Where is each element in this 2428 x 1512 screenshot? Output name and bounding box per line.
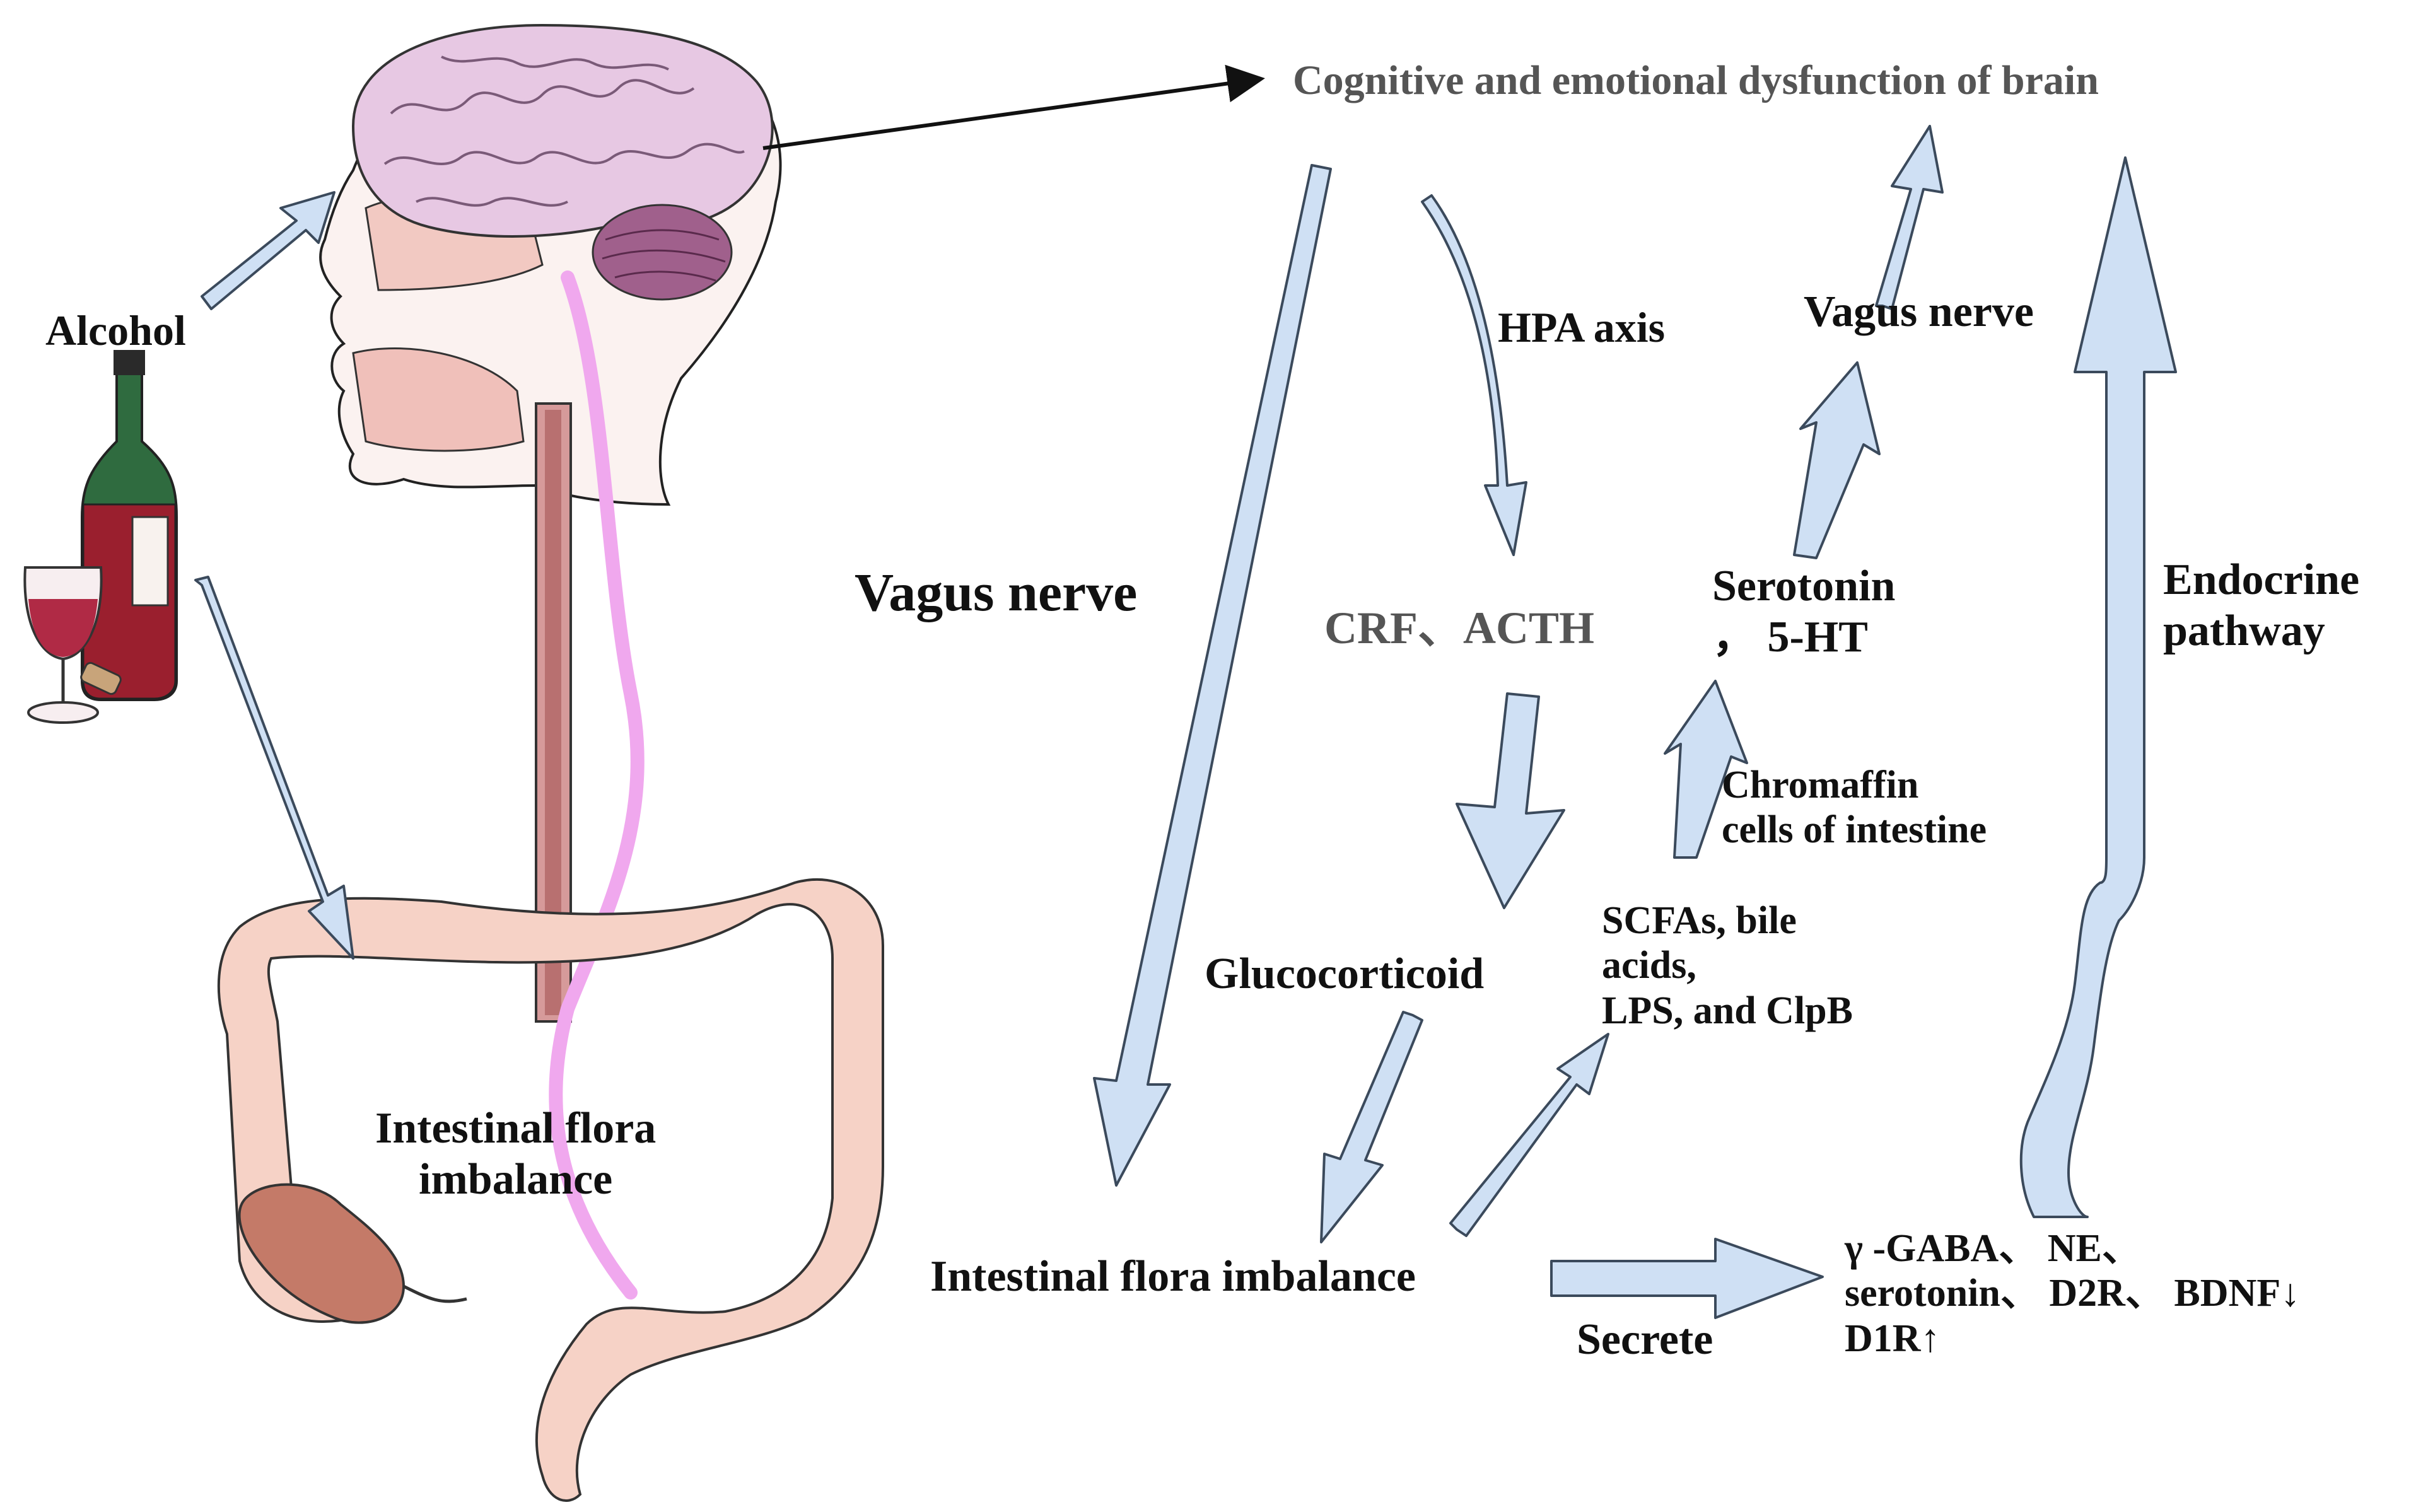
vagus-nerve-left-label: Vagus nerve [855, 561, 1137, 624]
glucocorticoid-to-flora-arrow [1320, 1011, 1423, 1243]
flora-to-scfas-arrow [1449, 1033, 1609, 1237]
secrete-arrow [1550, 1238, 1824, 1319]
endocrine-text-line2: pathway [2163, 606, 2325, 655]
vagus-nerve-right-label: Vagus nerve [1804, 287, 2034, 338]
scfas-text-line3: LPS, and ClpB [1602, 989, 1853, 1032]
alcohol-text: Alcohol [45, 306, 186, 354]
cerebellum-shape [592, 204, 733, 301]
vagus-nerve-left-text: Vagus nerve [855, 562, 1138, 622]
gut-flora-text-line1: Intestinal flora [375, 1104, 657, 1153]
mouth-shape [352, 347, 525, 452]
secreted-factors-line2: serotonin、 D2R、 BDNF↓ [1845, 1272, 2301, 1315]
vagus-nerve-line [549, 270, 645, 1300]
alcohol-to-brain-arrow [201, 191, 336, 310]
gut-flora-label: Intestinal flora imbalance [375, 1103, 656, 1205]
appendix-tail-line [402, 1284, 467, 1303]
vagus-right-to-brain-arrow [1875, 125, 1944, 310]
endocrine-pathway-arrow [2019, 156, 2177, 1218]
chromaffin-to-serotonin-arrow [1664, 680, 1748, 859]
glucocorticoid-label: Glucocorticoid [1205, 949, 1484, 1000]
secrete-label: Secrete [1577, 1315, 1713, 1366]
scfas-label: SCFAs, bile acids, LPS, and ClpB [1602, 898, 1853, 1033]
bottle-cap-shape [114, 350, 145, 375]
alcohol-to-gut-arrow [194, 576, 354, 960]
crf-acth-label: CRF、ACTH [1324, 602, 1594, 654]
secreted-factors-line1: γ -GABA、 NE、 [1845, 1227, 2141, 1270]
serotonin-text-line2: ， 5-HT [1712, 612, 1868, 661]
hpa-axis-label: HPA axis [1498, 303, 1665, 352]
serotonin-to-vagus-arrow [1793, 361, 1881, 559]
gut-flora-text-line2: imbalance [419, 1154, 613, 1204]
glass-base-shape [27, 701, 99, 724]
chromaffin-label: Chromaffin cells of intestine [1722, 763, 1987, 853]
chromaffin-text-line2: cells of intestine [1722, 808, 1987, 852]
brain-dysfunction-text: Cognitive and emotional dysfunction of b… [1293, 57, 2099, 103]
brain-shape [351, 23, 774, 238]
hpa-axis-text: HPA axis [1498, 303, 1666, 351]
chromaffin-text-line1: Chromaffin [1722, 764, 1919, 806]
cork-shape [80, 661, 122, 695]
glucocorticoid-text: Glucocorticoid [1205, 950, 1485, 998]
secrete-text: Secrete [1577, 1315, 1713, 1364]
serotonin-label: Serotonin ， 5-HT [1712, 561, 1895, 663]
cerebellum-folds [602, 229, 726, 282]
alcohol-label: Alcohol [45, 306, 186, 355]
endocrine-pathway-label: Endocrine pathway [2163, 555, 2359, 656]
secreted-factors-label: γ -GABA、 NE、 serotonin、 D2R、 BDNF↓ D1R↑ [1845, 1226, 2300, 1361]
crf-to-glucocorticoid-arrow [1456, 692, 1565, 909]
cecum-shape [238, 1183, 406, 1324]
intestinal-flora-imbalance-text: Intestinal flora imbalance [930, 1252, 1416, 1301]
endocrine-text-line1: Endocrine [2163, 555, 2360, 604]
crf-acth-text: CRF、ACTH [1324, 603, 1594, 653]
colon-shape [217, 878, 884, 1502]
hpa-axis-arrow [1421, 194, 1527, 556]
serotonin-text-line1: Serotonin [1712, 562, 1896, 610]
wine-in-glass-shape [28, 599, 98, 657]
brain-folds [383, 55, 745, 207]
intestinal-flora-imbalance-label: Intestinal flora imbalance [930, 1252, 1416, 1303]
brain-dysfunction-label: Cognitive and emotional dysfunction of b… [1293, 57, 2099, 105]
scfas-text-line1: SCFAs, bile [1602, 899, 1797, 942]
scfas-text-line2: acids, [1602, 944, 1696, 987]
vagus-nerve-right-text: Vagus nerve [1804, 288, 2034, 336]
wine-bottle-label-shape [131, 516, 169, 607]
secreted-factors-line3: D1R↑ [1845, 1317, 1941, 1360]
brain-to-dysfunction-arrow [762, 64, 1265, 150]
vagus-nerve-left-arrow [1093, 164, 1332, 1187]
